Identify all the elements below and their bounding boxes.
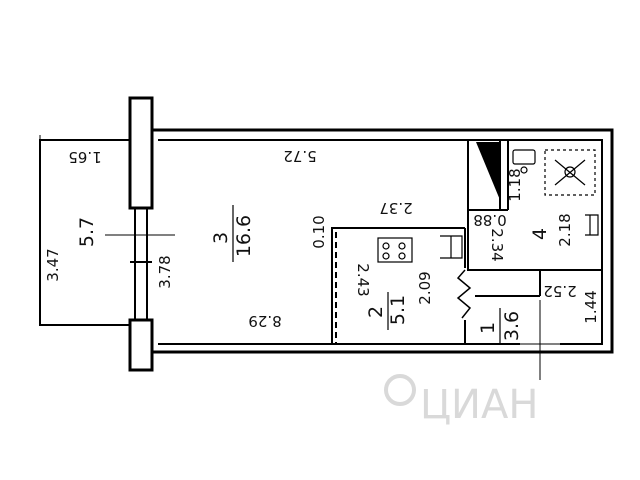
dim-bath-width-b: 0.88 <box>473 211 506 229</box>
dim-room3-depth: 8.29 <box>248 312 281 330</box>
shower-tray-icon <box>544 149 596 196</box>
axis-markers <box>105 234 580 380</box>
dim-bath-length: 2.18 <box>556 213 574 246</box>
balcony-area: 5.7 <box>76 217 98 247</box>
balcony <box>39 139 130 326</box>
stove-icon <box>377 237 413 263</box>
dim-balcony-width: 1.65 <box>68 148 101 166</box>
kitchen-sink-icon <box>440 235 463 259</box>
toilet-icon <box>585 214 599 236</box>
dim-hall-length: 1.44 <box>582 290 600 323</box>
sink-icon <box>512 149 536 174</box>
room-2-number: 2 <box>365 306 387 318</box>
dim-room3-length: 5.72 <box>283 147 316 165</box>
dim-hall-width: 2.52 <box>543 282 576 300</box>
dim-kitchen-length: 2.09 <box>416 271 434 304</box>
dim-wall-thickness: 0.10 <box>310 215 328 248</box>
dim-bath-width-a: 1.18 <box>506 168 524 201</box>
room-3-area: 16.6 <box>233 215 255 257</box>
dim-wall-offset: 2.37 <box>379 199 412 217</box>
room-4-area: 2.34 <box>488 228 506 261</box>
vent-shaft-icon <box>476 142 500 200</box>
folding-door-icon <box>456 269 472 319</box>
window-column <box>128 96 154 372</box>
dim-kitchen-width: 2.43 <box>354 263 372 296</box>
room-3-number: 3 <box>210 232 232 244</box>
dim-balcony-length: 3.47 <box>44 248 62 281</box>
watermark: ЦИАН <box>384 374 538 428</box>
dim-window-span: 3.78 <box>156 255 174 288</box>
room-4-number: 4 <box>529 228 551 240</box>
room-1-area: 3.6 <box>501 311 523 341</box>
room-2-area: 5.1 <box>387 295 409 325</box>
room-1-number: 1 <box>477 322 499 334</box>
watermark-text: ЦИАН <box>420 382 538 428</box>
